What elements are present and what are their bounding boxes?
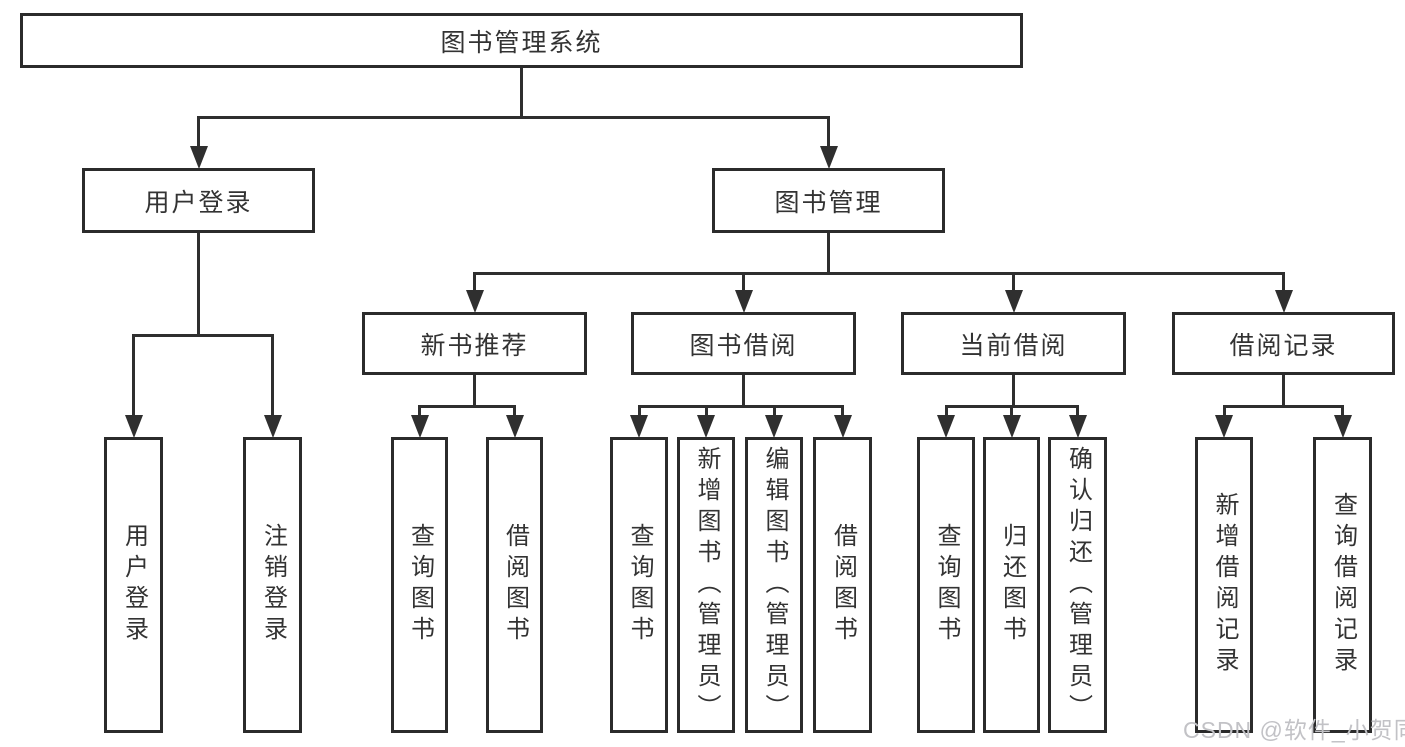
node-leaf-return-book: 归还图书 [983, 437, 1040, 733]
arrowhead-down-icon [937, 415, 955, 438]
connector-line [637, 406, 641, 418]
arrowhead-down-icon [697, 415, 715, 438]
arrowhead-down-icon [1004, 290, 1023, 313]
node-leaf-query-record: 查询借阅记录 [1313, 437, 1372, 733]
connector-line [1282, 375, 1285, 406]
arrowhead-down-icon [833, 415, 852, 438]
connector-line [418, 406, 421, 418]
connector-line [473, 375, 476, 406]
connector-line [841, 406, 844, 418]
node-leaf-user-login: 用户登录 [104, 437, 163, 733]
watermark: CSDN @软件_小贺同学 [1183, 717, 1405, 743]
connector-line [1010, 406, 1013, 418]
connector-line [197, 117, 200, 149]
arrowhead-down-icon [465, 290, 484, 313]
connector-line [513, 406, 516, 418]
node-label: 查询图书 [626, 523, 653, 647]
node-book-borrow: 图书借阅 [631, 312, 856, 375]
node-label: 借阅记录 [1229, 331, 1338, 360]
arrowhead-down-icon [1215, 415, 1233, 438]
arrowhead-down-icon [410, 415, 429, 438]
connector-line [1282, 273, 1285, 293]
connector-line [418, 404, 516, 408]
node-label: 查询图书 [406, 523, 434, 647]
node-label: 当前借阅 [959, 331, 1068, 360]
node-leaf-add-record: 新增借阅记录 [1195, 437, 1253, 733]
node-label: 确认归还（管理员） [1064, 445, 1092, 725]
connector-line [520, 68, 523, 117]
connector-line [271, 335, 274, 418]
node-label: 注销登录 [259, 523, 287, 647]
node-label: 编辑图书（管理员） [761, 445, 788, 725]
node-leaf-logout: 注销登录 [243, 437, 302, 733]
connector-line [1012, 273, 1015, 293]
arrowhead-down-icon [734, 290, 753, 313]
connector-line [132, 335, 135, 418]
connector-line [132, 333, 274, 337]
arrowhead-down-icon [263, 415, 282, 438]
node-label: 新增借阅记录 [1211, 492, 1238, 678]
connector-line [197, 233, 200, 335]
arrowhead-down-icon [1002, 415, 1021, 438]
node-label: 查询借阅记录 [1329, 492, 1357, 678]
arrowhead-down-icon [819, 146, 838, 169]
arrowhead-down-icon [765, 415, 783, 438]
arrowhead-down-icon [630, 415, 648, 438]
connector-line [473, 271, 1285, 275]
node-label: 借阅图书 [501, 523, 529, 647]
node-root: 图书管理系统 [20, 13, 1023, 68]
connector-line [944, 406, 948, 418]
node-label: 新增图书（管理员） [693, 445, 720, 725]
connector-line [473, 273, 476, 293]
connector-line [1012, 375, 1015, 406]
node-label: 图书借阅 [689, 331, 798, 360]
arrowhead-down-icon [1068, 415, 1087, 438]
connector-line [742, 273, 745, 293]
node-label: 图书管理系统 [440, 28, 603, 57]
node-label: 查询图书 [933, 523, 960, 647]
node-leaf-edit-book: 编辑图书（管理员） [745, 437, 803, 733]
connector-line [1222, 404, 1344, 408]
node-label: 归还图书 [998, 523, 1026, 647]
arrowhead-down-icon [505, 415, 524, 438]
node-leaf-confirm-return: 确认归还（管理员） [1048, 437, 1107, 733]
node-leaf-query-book-3: 查询图书 [917, 437, 975, 733]
node-current-borrow: 当前借阅 [901, 312, 1126, 375]
node-new-book-rec: 新书推荐 [362, 312, 587, 375]
arrowhead-down-icon [189, 146, 208, 169]
node-label: 用户登录 [144, 188, 253, 217]
connector-line [704, 406, 708, 418]
node-leaf-add-book: 新增图书（管理员） [677, 437, 735, 733]
connector-line [827, 117, 830, 149]
node-label: 图书管理 [774, 188, 883, 217]
node-user-login: 用户登录 [82, 168, 315, 233]
connector-line [1341, 406, 1344, 418]
arrowhead-down-icon [1333, 415, 1352, 438]
connector-line [1076, 406, 1079, 418]
node-book-mgmt: 图书管理 [712, 168, 945, 233]
node-leaf-query-book-1: 查询图书 [391, 437, 448, 733]
node-label: 用户登录 [120, 523, 148, 647]
connector-line [197, 115, 830, 119]
arrowhead-down-icon [1274, 290, 1293, 313]
node-leaf-query-book-2: 查询图书 [610, 437, 668, 733]
connector-line [827, 233, 830, 273]
connector-line [1222, 406, 1226, 418]
node-label: 借阅图书 [829, 523, 857, 647]
connector-line [637, 404, 844, 408]
connector-line [772, 406, 776, 418]
node-leaf-borrow-book-1: 借阅图书 [486, 437, 543, 733]
connector-line [742, 375, 745, 406]
node-leaf-borrow-book-2: 借阅图书 [813, 437, 872, 733]
node-borrow-records: 借阅记录 [1172, 312, 1395, 375]
node-label: 新书推荐 [420, 331, 529, 360]
arrowhead-down-icon [124, 415, 143, 438]
